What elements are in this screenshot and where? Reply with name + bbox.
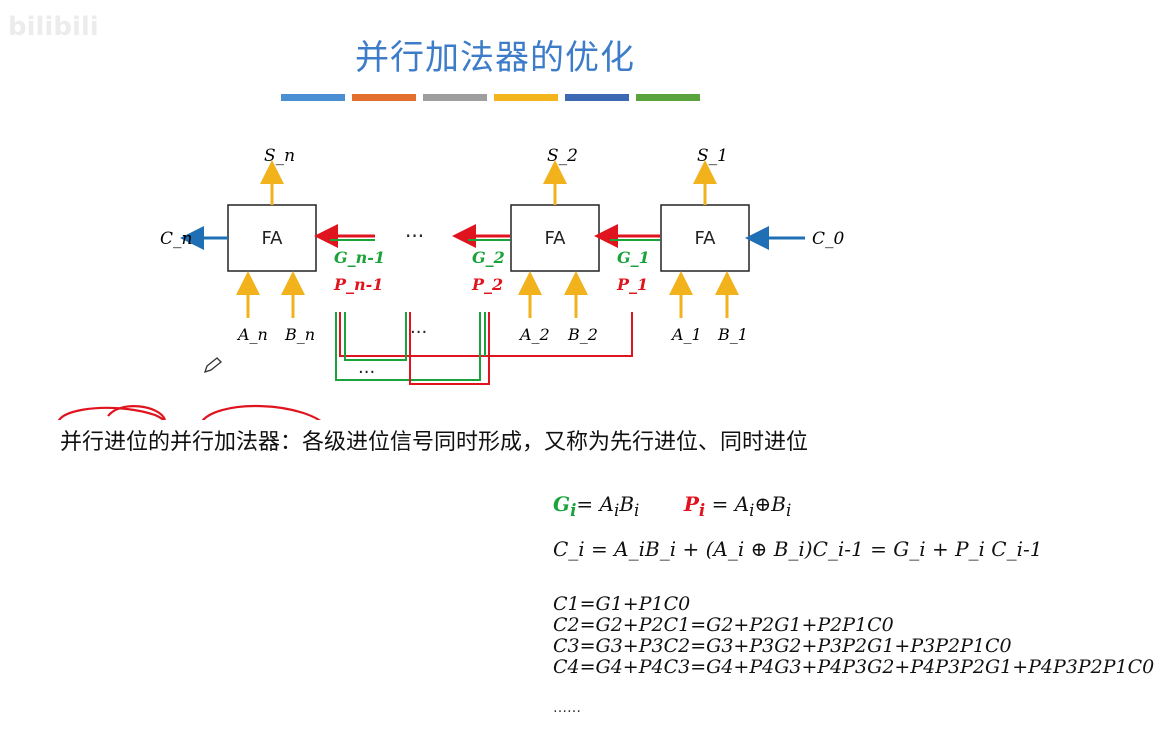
b-label-n: B_n [284,325,315,344]
b-label-1: B_1 [717,325,748,344]
lookahead-bus [335,312,633,385]
p-label-2: P_2 [471,275,503,294]
p-label-1: P_1 [616,275,648,294]
fa-label: FA [261,228,283,249]
carry-equations: C1=G1+P1C0 C2=G2+P2C1=G2+P2G1+P2P1C0 C3=… [553,594,1154,678]
fa-label: FA [694,228,716,249]
handwritten-annotation [58,404,321,420]
carry-eq-1: C1=G1+P1C0 [553,593,691,615]
ellipsis-bus: ··· [410,322,427,343]
color-bar-5 [565,94,629,101]
g-label-1: G_1 [617,248,650,267]
p-label-n-1: P_n-1 [333,275,383,294]
bilibili-watermark: bilibili [8,12,99,42]
carry-out-label: C_n [160,229,192,249]
carry-in-label: C_0 [812,229,845,249]
color-bar-2 [352,94,416,101]
sum-label-2: S_2 [547,146,578,166]
g-label-2: G_2 [472,248,505,267]
fa-label: FA [544,228,566,249]
fa-block-2: FA [510,204,600,272]
ellipsis-top: ··· [405,224,424,248]
formula-gi-pi: Gi= AiBi Pi = Ai⊕Bi [553,492,792,520]
ellipsis-formulas: …… [553,700,581,716]
parallel-adder-diagram: FA FA FA S_n S_2 S_1 A_n B_n A_2 B_2 A_1… [58,146,845,420]
color-bar-6 [636,94,700,101]
sum-label-n: S_n [264,146,295,166]
carry-eq-2: C2=G2+P2C1=G2+P2G1+P2P1C0 [553,614,894,636]
a-label-2: A_2 [518,325,550,344]
formula-ci: C_i = A_iB_i + (A_i ⊕ B_i)C_i-1 = G_i + … [553,537,1043,561]
color-bar-3 [423,94,487,101]
sum-arrows [260,160,717,205]
color-bar-1 [281,94,345,101]
carry-eq-3: C3=G3+P3C2=G3+P3G2+P3P2G1+P3P2P1C0 [553,635,1012,657]
a-label-n: A_n [236,325,268,344]
fa-block-1: FA [660,204,750,272]
color-bar-4 [494,94,558,101]
description-text: 并行进位的并行加法器：各级进位信号同时形成，又称为先行进位、同时进位 [60,430,809,455]
carry-chain-arrows [314,224,660,248]
input-arrows [236,271,739,318]
carry-eq-4: C4=G4+P4C3=G4+P4G3+P4P3G2+P4P3P2G1+P4P3P… [553,656,1155,678]
color-bar-strip [281,94,700,101]
fa-block-n: FA [227,204,317,272]
ellipsis-bottom: ··· [358,362,375,383]
b-label-2: B_2 [567,325,598,344]
g-label-n-1: G_n-1 [334,248,385,267]
sum-label-1: S_1 [697,146,728,166]
a-label-1: A_1 [670,325,702,344]
pencil-icon[interactable] [203,357,222,374]
slide-title: 并行加法器的优化 [355,38,635,78]
